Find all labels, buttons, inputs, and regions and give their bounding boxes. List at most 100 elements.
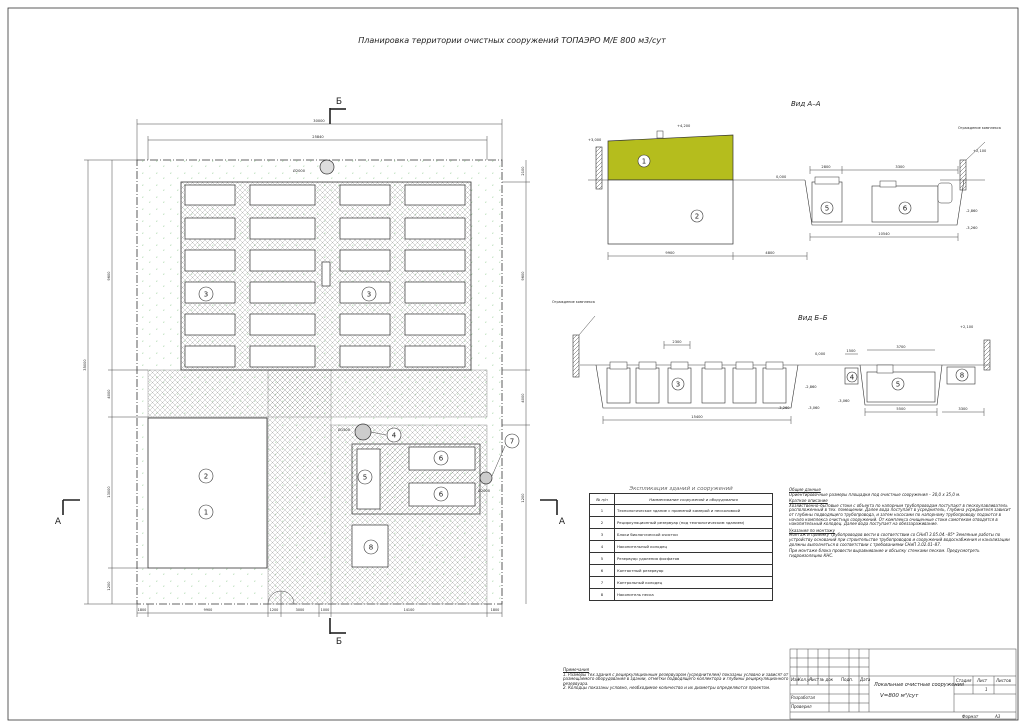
building-above: [607, 134, 734, 181]
notes-heading: Указания по монтажу: [789, 527, 835, 533]
dim: 1800: [138, 608, 147, 612]
number-circle: [671, 377, 685, 391]
notes-text: При монтаже блока провести выравнивание …: [789, 548, 980, 558]
fence-post: [959, 159, 967, 191]
stamp-row: Проверил: [791, 704, 812, 709]
bio-block-bb: [701, 367, 726, 404]
building-below: [607, 179, 734, 245]
number-label: 4: [392, 432, 397, 440]
number-label: 6: [439, 491, 444, 499]
legend-header-row: № п/п Наименование сооружений и оборудов…: [589, 493, 773, 505]
remarks: Примечания 1. Размеры тех.здания с рецир…: [563, 667, 793, 691]
well-top: [319, 159, 335, 175]
well-4: [354, 423, 372, 441]
stamp-col: № док: [820, 677, 834, 682]
notes-heading: Общие данные: [789, 487, 821, 492]
number-circle: [357, 469, 373, 485]
bio-cell: [404, 345, 466, 368]
stage-label: Стадия: [956, 678, 972, 683]
bio-cell: [184, 345, 236, 368]
stamp-col: Подп.: [841, 677, 854, 682]
fence-post: [595, 146, 603, 190]
bio-cell: [184, 184, 236, 206]
bio-cell: [404, 249, 466, 272]
view-aa: Вид А–А 9900 4800 2800 3300 10540 +3,000…: [588, 100, 1001, 260]
view-bb: Вид Б–Б 15400 2300 1500 3700 5500 3300 О…: [552, 300, 991, 424]
bio-block-bb: [635, 367, 660, 404]
dim: 10540: [878, 232, 890, 236]
dim: 9900: [204, 608, 213, 612]
number-label: 5: [825, 205, 829, 213]
notes-heading: Краткое описание: [789, 498, 828, 504]
bio-cell: [249, 184, 316, 206]
number-circle: [433, 450, 449, 466]
dim: 9900: [665, 251, 675, 255]
dim: 1200: [107, 581, 111, 591]
level-mark: +2,100: [973, 149, 987, 153]
project-capacity: V=800 м³/сут: [880, 693, 919, 699]
well-label: Ø2000: [293, 168, 306, 173]
number-label: 3: [204, 291, 208, 299]
remarks-heading: Примечания: [563, 667, 590, 672]
level-mark: 0,000: [815, 352, 826, 356]
bio-cell: [404, 217, 466, 240]
level-mark: -3,260: [966, 226, 978, 230]
sheet-value: 1: [985, 687, 988, 692]
format-value: А3: [995, 714, 1001, 719]
dim: 1000: [321, 608, 330, 612]
bio-block-bb: [732, 367, 757, 404]
dim: 3700: [896, 345, 906, 349]
number-label: 1: [642, 158, 646, 166]
number-label: 8: [960, 372, 964, 380]
dim: 13000: [107, 486, 111, 498]
level-mark: -2,860: [805, 385, 817, 389]
bio-block-bb: [762, 367, 787, 404]
level-mark: -3,060: [808, 406, 820, 410]
well-7: [479, 471, 493, 485]
number-circle: [637, 154, 651, 168]
bio-block-bb: [606, 367, 631, 404]
bio-cell: [249, 249, 316, 272]
section-mark-b: Б: [336, 97, 342, 107]
number-label: 2: [204, 473, 208, 481]
level-mark: -3,060: [838, 399, 850, 403]
tech-building: [147, 417, 268, 569]
bio-cell: [249, 217, 316, 240]
number-label: 1: [204, 509, 208, 517]
number-circle: [198, 504, 214, 520]
number-label: 5: [363, 474, 367, 482]
title-block-lines: [789, 648, 1017, 720]
number-circle: [690, 209, 704, 223]
row-num: 7: [589, 576, 615, 589]
dim: 3300: [958, 407, 968, 411]
number-circle: [433, 486, 449, 502]
stamp-row: Разработал: [791, 695, 816, 700]
level-mark: +2,100: [960, 325, 974, 329]
section-mark-a: А: [55, 517, 62, 527]
bio-cell: [339, 184, 391, 206]
dim: 5500: [896, 407, 906, 411]
fence-post: [572, 334, 580, 378]
row-name: Накопительный колодец: [614, 540, 773, 553]
format-label: Формат: [962, 714, 979, 719]
row-name: Резервуар удаления фосфатов: [614, 552, 773, 565]
legend-header-num: № п/п: [589, 493, 615, 505]
bio-block-cells: [184, 184, 466, 368]
dim: 4000: [107, 389, 111, 399]
fence-post: [983, 339, 991, 371]
row-name: Технологическое здание с приемной камеро…: [614, 504, 773, 517]
bio-cell: [339, 313, 391, 336]
row-num: 5: [589, 552, 615, 565]
level-mark: -3,260: [778, 406, 790, 410]
number-circle: [898, 201, 912, 215]
title-block: Изм Кол.уч Лист № док Подп. Дата Разрабо…: [790, 649, 1016, 719]
number-label: 3: [676, 381, 680, 389]
dim: 1200: [521, 493, 525, 503]
